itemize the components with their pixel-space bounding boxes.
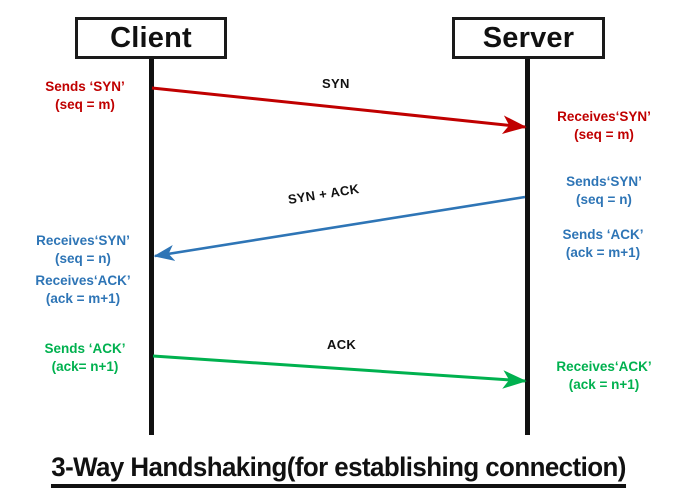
note-client-receives-ack: Receives‘ACK’ (ack = m+1) [18,272,148,308]
note-line-1: Receives‘ACK’ [35,273,131,288]
syn-ack-arrow-label: SYN + ACK [286,181,361,207]
note-server-sends-syn: Sends‘SYN’ (seq = n) [541,173,667,209]
ack-arrow [152,354,527,389]
note-line-1: Sends ‘ACK’ [44,341,126,356]
note-line-1: Sends‘SYN’ [566,174,642,189]
client-lifeline [149,59,154,435]
diagram-title-text: 3-Way Handshaking(for establishing conne… [51,452,626,488]
note-line-1: Receives‘ACK’ [556,359,652,374]
client-endpoint-box: Client [75,17,227,59]
syn-arrow-label: SYN [322,76,350,91]
note-line-2: (ack= n+1) [51,359,119,374]
note-line-2: (seq = m) [55,97,115,112]
note-server-sends-ack: Sends ‘ACK’ (ack = m+1) [537,226,669,262]
note-line-1: Sends ‘ACK’ [562,227,644,242]
server-label: Server [482,21,575,54]
ack-arrow-label: ACK [327,337,357,352]
note-client-sends-ack: Sends ‘ACK’ (ack= n+1) [22,340,148,376]
note-line-2: (ack = m+1) [565,245,641,260]
note-line-2: (ack = m+1) [45,291,121,306]
server-lifeline [525,59,530,435]
note-server-receives-syn: Receives‘SYN’ (seq = m) [541,108,667,144]
note-line-2: (seq = m) [574,127,634,142]
note-line-2: (seq = n) [55,251,111,266]
note-line-1: Receives‘SYN’ [36,233,130,248]
note-line-2: (ack = n+1) [568,377,640,392]
diagram-title: 3-Way Handshaking(for establishing conne… [14,452,664,488]
server-endpoint-box: Server [452,17,605,59]
syn-arrow [151,86,527,134]
note-client-receives-syn: Receives‘SYN’ (seq = n) [18,232,148,268]
note-line-1: Receives‘SYN’ [557,109,651,124]
note-server-receives-ack: Receives‘ACK’ (ack = n+1) [537,358,671,394]
note-line-2: (seq = n) [576,192,632,207]
note-client-sends-syn: Sends ‘SYN’ (seq = m) [22,78,148,114]
syn-ack-arrow [153,195,526,261]
note-line-1: Sends ‘SYN’ [45,79,125,94]
client-label: Client [110,21,192,54]
